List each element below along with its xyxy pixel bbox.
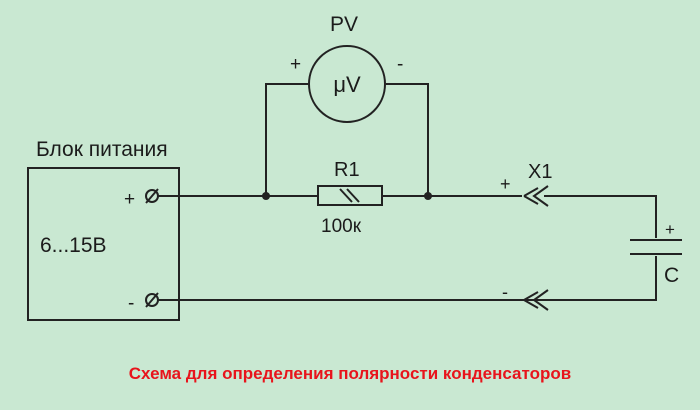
bottom-wire — [158, 256, 657, 301]
resistor-r1 — [317, 185, 383, 206]
supply-minus-terminal — [145, 292, 159, 308]
resistor-value: 100к — [321, 216, 362, 237]
voltmeter-wire-left — [265, 83, 308, 196]
capacitor-plus: + — [665, 220, 675, 239]
power-supply-title: Блок питания — [36, 138, 168, 161]
connector-x1-top — [523, 185, 549, 207]
power-supply-box — [27, 167, 180, 321]
diagram-caption: Схема для определения полярности конденс… — [128, 364, 572, 383]
voltmeter-designator: PV — [330, 13, 358, 36]
connector-minus: - — [502, 282, 508, 302]
voltmeter-circle — [308, 45, 386, 123]
power-supply-voltage: 6...15В — [40, 234, 107, 257]
voltmeter-minus: - — [397, 54, 403, 75]
supply-plus-label: + — [124, 189, 135, 210]
cap-wire-top — [544, 195, 657, 238]
capacitor-c — [630, 239, 682, 255]
capacitor-designator: C — [664, 264, 679, 287]
connector-designator: X1 — [528, 161, 552, 183]
voltmeter-plus: + — [290, 54, 301, 75]
supply-minus-label: - — [128, 293, 134, 314]
supply-plus-terminal — [145, 188, 159, 204]
voltmeter-symbol: μV — [333, 72, 361, 97]
resistor-designator: R1 — [334, 159, 360, 181]
voltmeter-wire-right — [386, 83, 429, 196]
connector-plus: + — [500, 174, 511, 194]
